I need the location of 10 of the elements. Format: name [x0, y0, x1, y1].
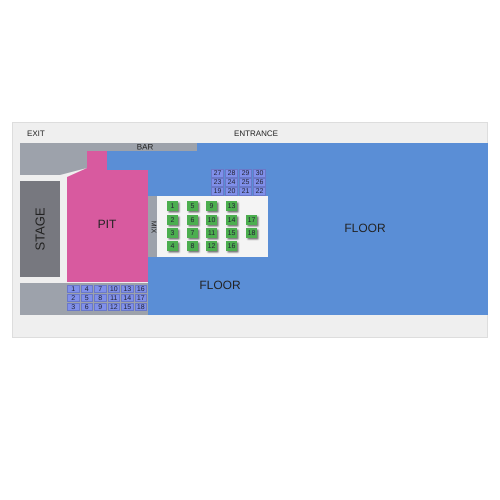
mix-position: [148, 196, 157, 257]
door-label: ENTRANCE: [234, 129, 278, 138]
area-label: FLOOR: [199, 278, 241, 292]
stage: [20, 181, 60, 277]
door-label: EXIT: [27, 129, 45, 138]
area-label: PIT: [98, 217, 116, 231]
seating-platform: [20, 283, 148, 315]
area-label: FLOOR: [344, 221, 386, 235]
area-label: BAR: [136, 142, 154, 152]
area-label: STAGE: [32, 207, 48, 251]
